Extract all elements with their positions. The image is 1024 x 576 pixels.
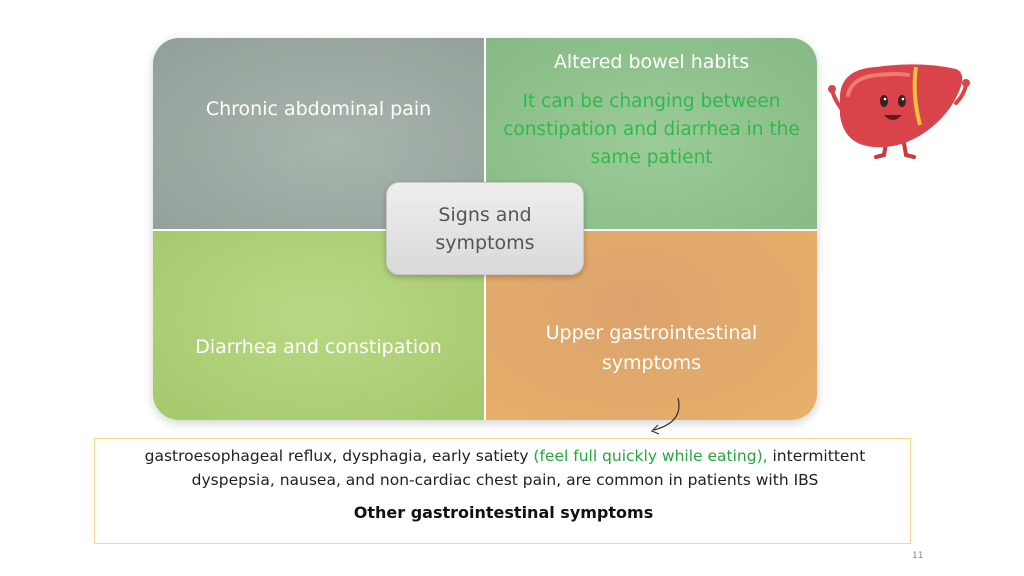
quadrant-label-altered-bowel-habits: Altered bowel habits bbox=[553, 51, 750, 73]
center-label-box: Signs and symptoms bbox=[386, 182, 584, 275]
quadrant-label-upper-gi-symptoms: Upper gastrointestinal symptoms bbox=[545, 322, 758, 374]
liver-mascot-icon bbox=[828, 64, 970, 159]
quadrant-label-chronic-abdominal-pain: Chronic abdominal pain bbox=[205, 98, 432, 120]
other-gi-symptoms-title: Other gastrointestinal symptoms bbox=[353, 503, 654, 522]
quadrant-label-diarrhea-constipation: Diarrhea and constipation bbox=[195, 336, 442, 358]
note-text-part2: intermittent dyspepsia, nausea, and non-… bbox=[191, 447, 866, 489]
page-number: 11 bbox=[912, 551, 924, 561]
bowel-habits-note: It can be changing between constipation … bbox=[503, 91, 800, 168]
curved-arrow-icon bbox=[650, 397, 680, 435]
other-gi-symptoms-box: gastroesophageal reflux, dysphagia, earl… bbox=[94, 438, 911, 544]
quadrant-chronic-abdominal-pain: Chronic abdominal pain bbox=[153, 38, 484, 229]
quadrant-upper-gi-symptoms: Upper gastrointestinal symptoms bbox=[486, 231, 817, 420]
note-text-part1: gastroesophageal reflux, dysphagia, earl… bbox=[144, 447, 534, 465]
note-text-green: (feel full quickly while eating), bbox=[533, 447, 768, 465]
center-label: Signs and symptoms bbox=[435, 203, 535, 254]
other-gi-symptoms-text: gastroesophageal reflux, dysphagia, earl… bbox=[105, 444, 905, 492]
